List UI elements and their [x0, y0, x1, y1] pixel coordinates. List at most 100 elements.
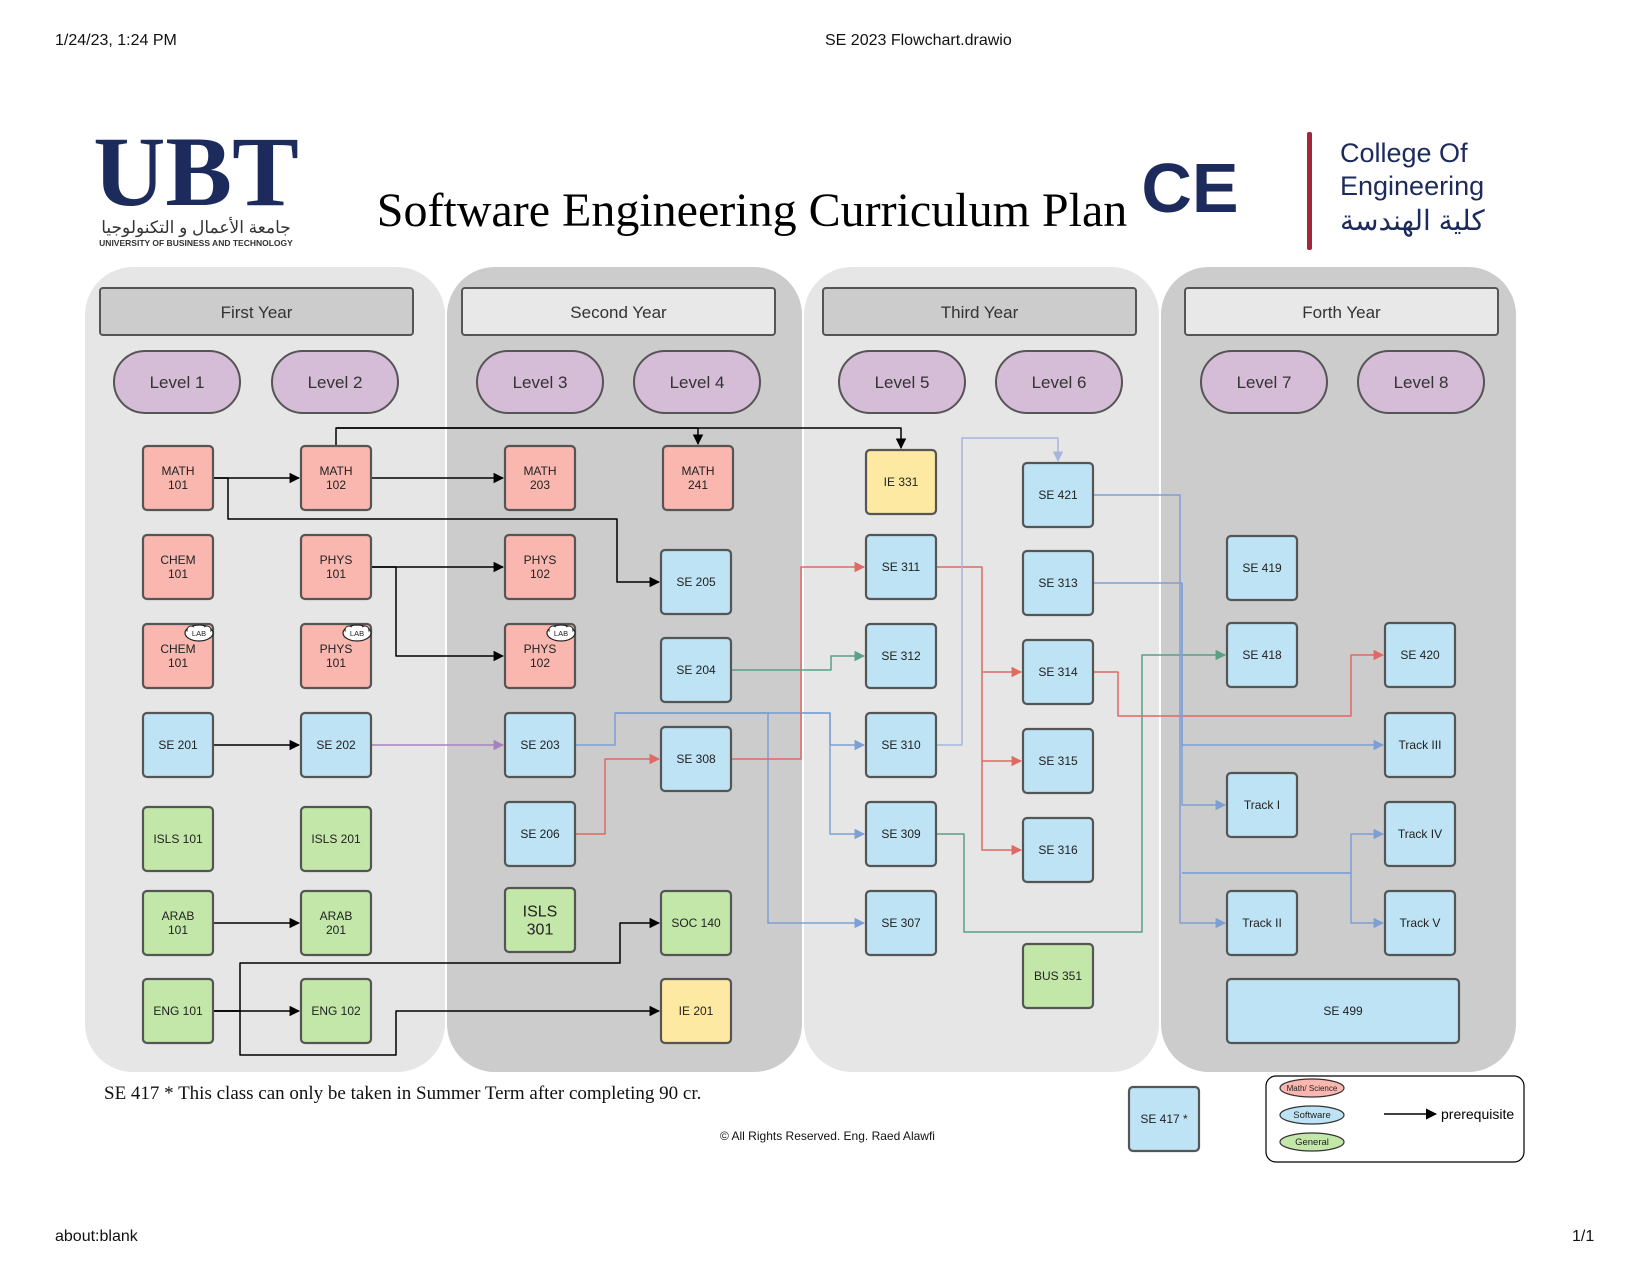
- prerequisite-arrow-se311-to-se314: [936, 566, 1023, 678]
- year-header-label: First Year: [221, 303, 293, 322]
- course-box: [1021, 549, 1095, 617]
- course-label: SE 420: [1400, 648, 1440, 662]
- course-label: Track I: [1244, 798, 1280, 812]
- course-box: [864, 800, 938, 868]
- legend-arrow-label: prerequisite: [1441, 1106, 1514, 1122]
- course-node-track1[interactable]: Track I: [1225, 771, 1299, 839]
- year-header-label: Forth Year: [1302, 303, 1381, 322]
- prerequisite-arrow-se204-to-se312: [731, 650, 866, 671]
- course-node-se203[interactable]: SE 203: [503, 711, 577, 779]
- course-node-se420[interactable]: SE 420: [1383, 621, 1457, 689]
- course-node-se309[interactable]: SE 309: [864, 800, 938, 868]
- course-node-isls101[interactable]: ISLS 101: [141, 805, 215, 873]
- course-label: Track II: [1242, 916, 1282, 930]
- prerequisite-arrow-se308-to-se311: [731, 561, 866, 760]
- course-label: Track III: [1399, 738, 1442, 752]
- level-label: Level 1: [150, 373, 205, 392]
- level-label: Level 6: [1032, 373, 1087, 392]
- course-label: ENG 102: [311, 1004, 361, 1018]
- course-box: [1127, 1085, 1201, 1153]
- course-node-se201[interactable]: SE 201: [141, 711, 215, 779]
- course-box: [1021, 727, 1095, 795]
- course-label: SE 419: [1242, 561, 1282, 575]
- course-node-se417[interactable]: SE 417 *: [1127, 1085, 1201, 1153]
- course-node-se310[interactable]: SE 310: [864, 711, 938, 779]
- lab-cloud-icon: LAB: [184, 624, 214, 642]
- course-node-se419[interactable]: SE 419: [1225, 534, 1299, 602]
- course-node-se421[interactable]: SE 421: [1021, 461, 1095, 529]
- course-node-se316[interactable]: SE 316: [1021, 816, 1095, 884]
- course-node-se418[interactable]: SE 418: [1225, 621, 1299, 689]
- course-box: [1021, 461, 1095, 529]
- course-label: SE 315: [1038, 754, 1078, 768]
- course-node-se204[interactable]: SE 204: [659, 636, 733, 704]
- course-node-se314[interactable]: SE 314: [1021, 638, 1095, 706]
- course-node-se313[interactable]: SE 313: [1021, 549, 1095, 617]
- course-node-se315[interactable]: SE 315: [1021, 727, 1095, 795]
- course-node-track5[interactable]: Track V: [1383, 889, 1457, 957]
- course-node-bus351[interactable]: BUS 351: [1021, 942, 1095, 1010]
- course-box: [141, 444, 215, 512]
- course-box: [864, 622, 938, 690]
- course-box: [864, 711, 938, 779]
- ce-logo: CE College Of Engineering كلية الهندسة: [1141, 132, 1485, 250]
- course-node-se499[interactable]: SE 499: [1225, 977, 1461, 1045]
- course-box: [503, 533, 577, 601]
- course-node-se205[interactable]: SE 205: [659, 548, 733, 616]
- course-box: [864, 533, 938, 601]
- course-node-isls201[interactable]: ISLS 201: [299, 805, 373, 873]
- copyright: © All Rights Reserved. Eng. Raed Alawfi: [720, 1129, 935, 1143]
- course-node-se206[interactable]: SE 206: [503, 800, 577, 868]
- course-label: SE 417 *: [1140, 1112, 1188, 1126]
- course-box: [864, 889, 938, 957]
- course-node-se311[interactable]: SE 311: [864, 533, 938, 601]
- lab-cloud-icon: LAB: [546, 624, 576, 642]
- page-title: Software Engineering Curriculum Plan: [377, 184, 1128, 237]
- course-box: [299, 977, 373, 1045]
- year-header-label: Second Year: [570, 303, 667, 322]
- year-column-4: [1161, 267, 1516, 1072]
- prerequisite-arrow-se310-to-se421: [936, 437, 1064, 746]
- level-pill-3: [476, 350, 604, 414]
- course-label: SE 204: [676, 663, 716, 677]
- prerequisite-arrow-se309-to-se418: [936, 649, 1227, 933]
- course-label: ISLS 101: [153, 832, 203, 846]
- course-node-track3[interactable]: Track III: [1383, 711, 1457, 779]
- course-node-track2[interactable]: Track II: [1225, 889, 1299, 957]
- course-box: [1383, 889, 1457, 957]
- course-box: [659, 548, 733, 616]
- course-node-eng101[interactable]: ENG 101: [141, 977, 215, 1045]
- course-node-ie201[interactable]: IE 201: [659, 977, 733, 1045]
- course-box: [299, 889, 373, 957]
- course-node-soc140[interactable]: SOC 140: [659, 889, 733, 957]
- course-node-se308[interactable]: SE 308: [659, 725, 733, 793]
- course-node-eng102[interactable]: ENG 102: [299, 977, 373, 1045]
- course-node-ie331[interactable]: IE 331: [864, 448, 938, 516]
- course-node-se307[interactable]: SE 307: [864, 889, 938, 957]
- year-header-3: [822, 287, 1137, 336]
- course-box: [503, 800, 577, 868]
- course-node-se312[interactable]: SE 312: [864, 622, 938, 690]
- course-node-track4[interactable]: Track IV: [1383, 800, 1457, 868]
- course-box: [1021, 816, 1095, 884]
- course-node-se202[interactable]: SE 202: [299, 711, 373, 779]
